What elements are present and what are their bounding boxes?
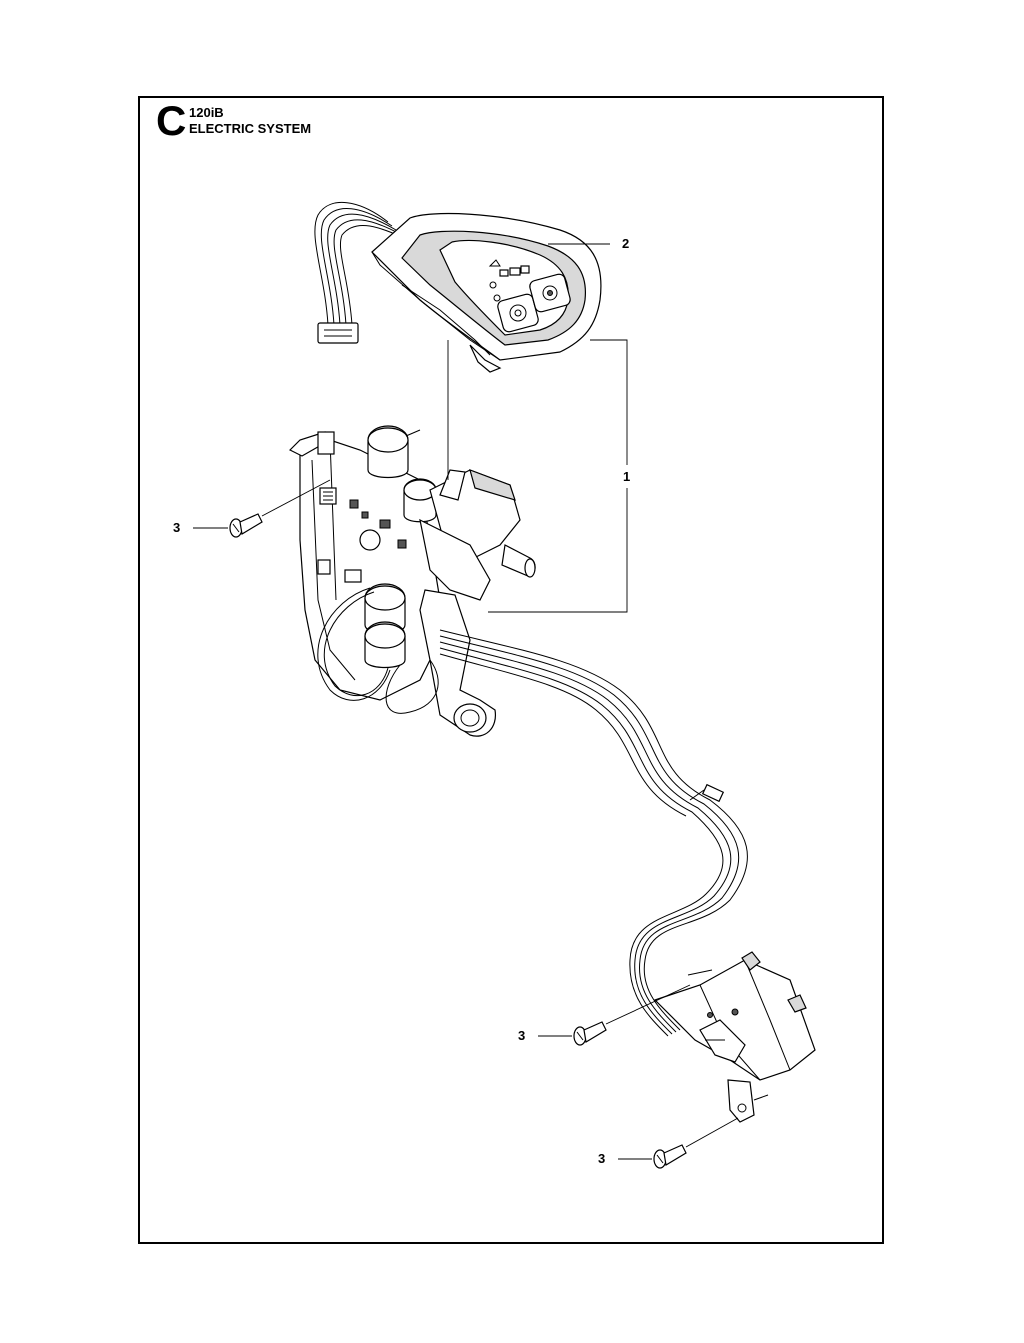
ribbon-connector	[317, 322, 359, 344]
callout-label: 1	[623, 469, 631, 484]
callout-leaders	[447, 243, 628, 613]
screw	[193, 479, 331, 538]
screw	[538, 984, 691, 1046]
callout-label: 3	[173, 520, 181, 535]
section-title: ELECTRIC SYSTEM	[189, 121, 312, 136]
callout-label: 3	[598, 1151, 606, 1166]
wire-harness	[439, 629, 748, 1037]
control-panel	[371, 212, 602, 373]
ribbon-cable	[314, 201, 405, 344]
screw	[618, 1117, 739, 1169]
callout-label: 3	[518, 1028, 526, 1043]
diagram-frame	[138, 96, 884, 1244]
control-board-assembly	[288, 425, 536, 737]
model-name: 120iB	[189, 105, 224, 120]
callout-label: 2	[622, 236, 630, 251]
section-letter: C	[156, 97, 187, 144]
battery-terminal-block	[653, 951, 816, 1123]
